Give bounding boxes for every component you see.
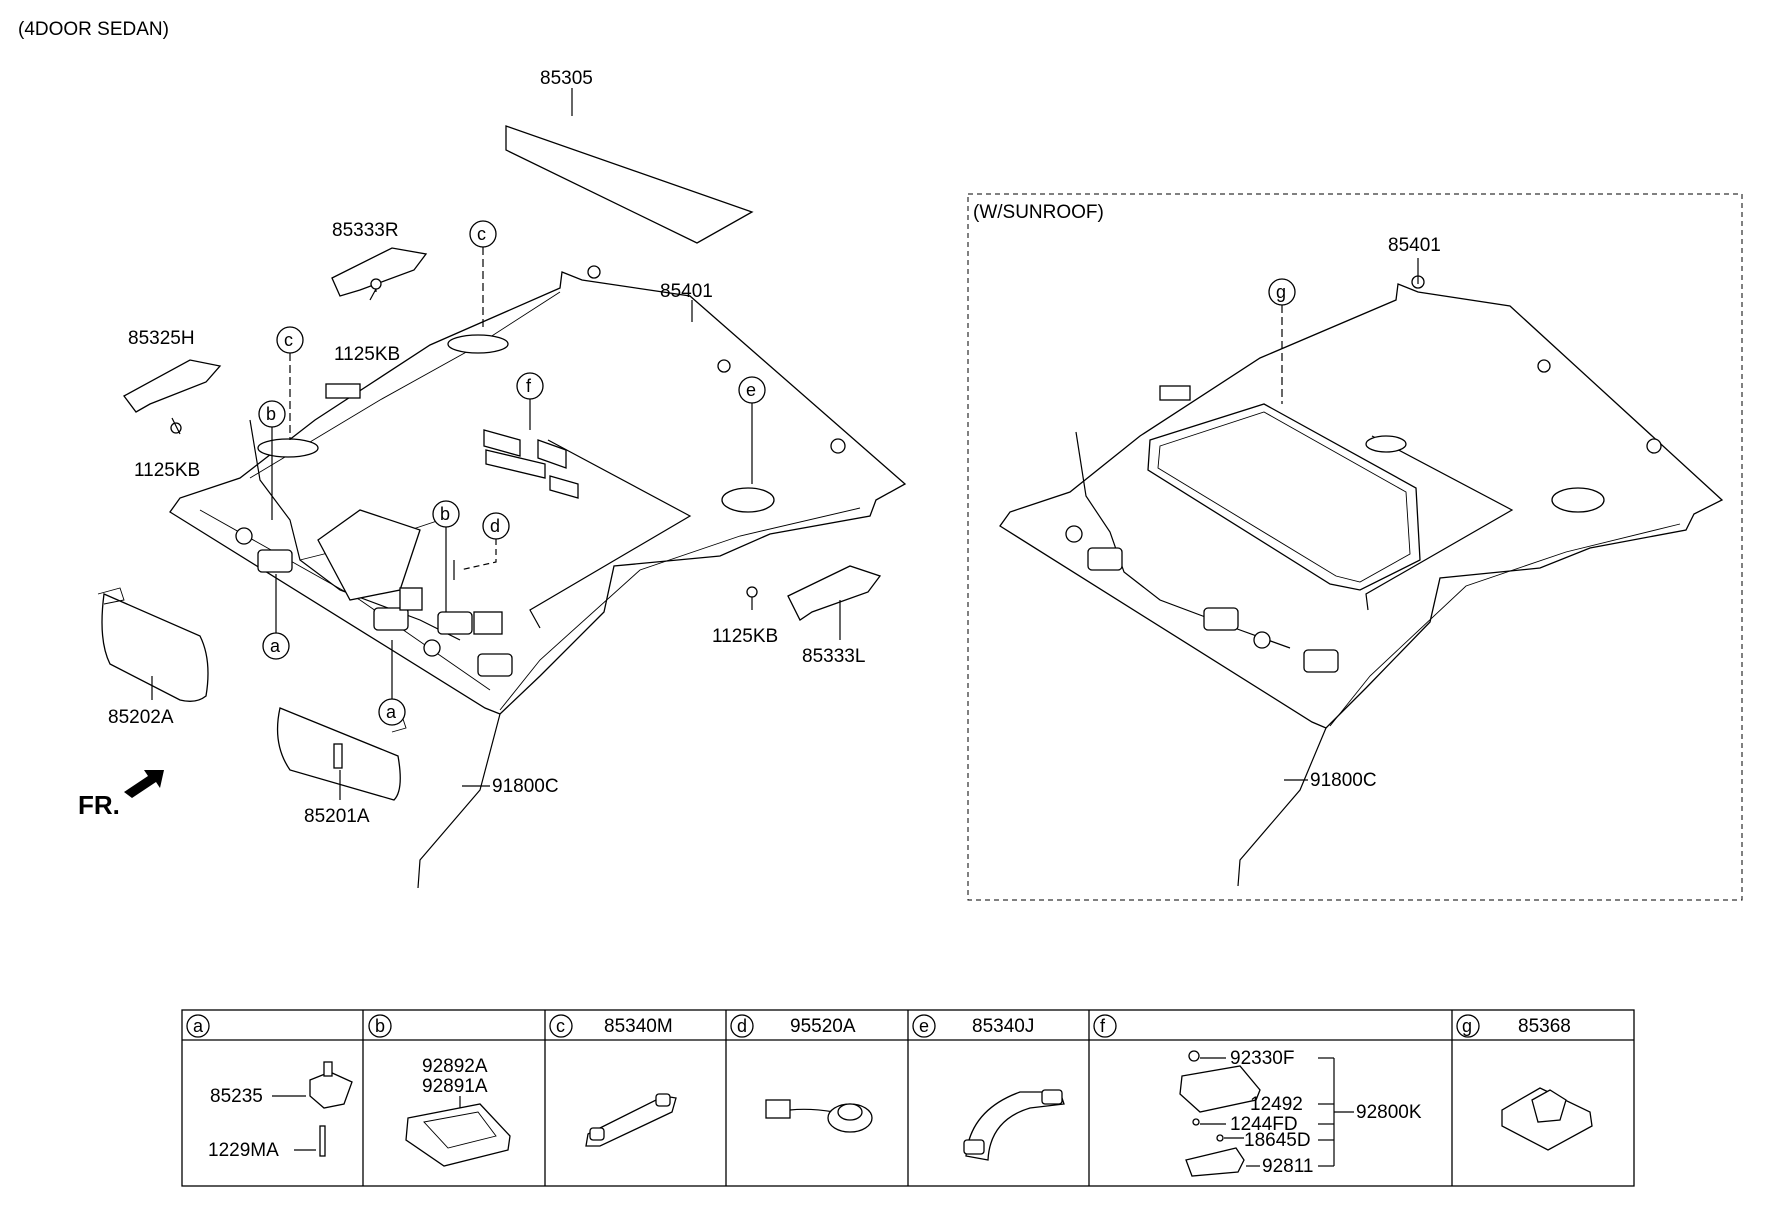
variant-title: (4DOOR SEDAN) <box>18 19 169 40</box>
legend-cell-e: e 85340J <box>912 1014 1065 1161</box>
svg-text:a: a <box>193 1016 204 1036</box>
label-screw-left: 1125KB <box>134 460 200 481</box>
svg-text:b: b <box>266 404 276 424</box>
legend-cell-c: c 85340M <box>549 1014 677 1147</box>
label-bracket-h: 85325H <box>128 328 195 349</box>
svg-text:a: a <box>270 636 281 656</box>
svg-text:g: g <box>1276 282 1286 302</box>
callout-e: e <box>738 376 766 484</box>
screw-1125KB-upper[interactable] <box>369 278 382 301</box>
legend-cell-d: d 95520A <box>730 1014 873 1133</box>
label-sunvisor-rh: 85202A <box>108 707 174 728</box>
svg-text:e: e <box>919 1016 929 1036</box>
callout-b-left: b <box>258 400 286 520</box>
callout-g: g <box>1268 278 1296 404</box>
label-screw-right: 1125KB <box>712 626 778 647</box>
legend-f-part-4: 18645D <box>1244 1130 1311 1151</box>
callout-c-top: c <box>469 220 497 330</box>
svg-text:e: e <box>746 380 756 400</box>
legend-d-header: 95520A <box>790 1016 856 1037</box>
legend-g-header: 85368 <box>1518 1016 1571 1037</box>
legend-a-part-1: 85235 <box>210 1086 263 1107</box>
sunroof-title: (W/SUNROOF) <box>973 202 1104 223</box>
roof-panel-85305[interactable] <box>505 125 754 244</box>
svg-text:g: g <box>1462 1016 1472 1036</box>
label-screw-upper: 1125KB <box>334 344 400 365</box>
legend-b-part-2: 92891A <box>422 1076 488 1097</box>
legend-cell-f: f 92330F 12492 1244FD 18645D 92811 92800… <box>1093 1014 1422 1177</box>
legend-f-part-1: 92330F <box>1230 1048 1294 1069</box>
callout-d: d <box>453 512 510 580</box>
legend-e-header: 85340J <box>972 1016 1034 1037</box>
headliner-main[interactable] <box>169 265 907 715</box>
label-headliner: 85401 <box>660 281 713 302</box>
legend-f-part-2: 12492 <box>1250 1094 1303 1115</box>
legend-c-header: 85340M <box>604 1016 673 1037</box>
callout-c-left: c <box>276 326 304 440</box>
sunroof-section-frame <box>967 193 1743 901</box>
svg-text:f: f <box>1100 1016 1106 1036</box>
label-headliner-sunroof: 85401 <box>1388 235 1441 256</box>
legend-f-part-6: 92800K <box>1356 1102 1422 1123</box>
callout-f: f <box>516 372 544 430</box>
label-sunvisor-lh: 85201A <box>304 806 370 827</box>
svg-text:b: b <box>375 1016 385 1036</box>
front-marker: FR. <box>78 770 164 820</box>
label-wiring-sunroof: 91800C <box>1310 770 1377 791</box>
svg-text:FR.: FR. <box>78 790 120 820</box>
label-wiring: 91800C <box>492 776 559 797</box>
headliner-sunroof[interactable] <box>999 275 1724 729</box>
screw-1125KB-left[interactable] <box>170 417 182 435</box>
bracket-85333R[interactable] <box>331 247 428 297</box>
svg-text:c: c <box>284 330 293 350</box>
svg-text:d: d <box>737 1016 747 1036</box>
legend-a-part-2: 1229MA <box>208 1140 279 1161</box>
callout-b-mid: b <box>432 500 460 612</box>
callout-a-left: a <box>262 574 290 660</box>
bracket-85333L[interactable] <box>787 565 882 640</box>
legend-cell-a: a 85235 1229MA <box>186 1014 353 1161</box>
legend-cell-b: b 92892A 92891A <box>368 1014 511 1167</box>
svg-text:d: d <box>490 516 500 536</box>
sunvisor-85202A[interactable] <box>97 587 209 702</box>
label-bracket-l: 85333L <box>802 646 865 667</box>
legend-f-part-3: 1244FD <box>1230 1114 1298 1135</box>
legend-b-part-1: 92892A <box>422 1056 488 1077</box>
svg-text:c: c <box>477 224 486 244</box>
legend-table <box>181 1009 1635 1187</box>
label-roof-panel: 85305 <box>540 68 593 89</box>
svg-text:f: f <box>526 376 532 396</box>
svg-text:a: a <box>386 702 397 722</box>
svg-text:c: c <box>556 1016 565 1036</box>
label-bracket-r: 85333R <box>332 220 399 241</box>
screw-1125KB-right[interactable] <box>746 586 758 610</box>
sunvisor-85201A[interactable] <box>276 707 407 801</box>
svg-text:b: b <box>440 504 450 524</box>
legend-cell-g: g 85368 <box>1456 1014 1593 1151</box>
callout-a-right: a <box>378 640 406 726</box>
legend-f-part-5: 92811 <box>1262 1156 1313 1177</box>
bracket-85325H[interactable] <box>123 359 222 413</box>
